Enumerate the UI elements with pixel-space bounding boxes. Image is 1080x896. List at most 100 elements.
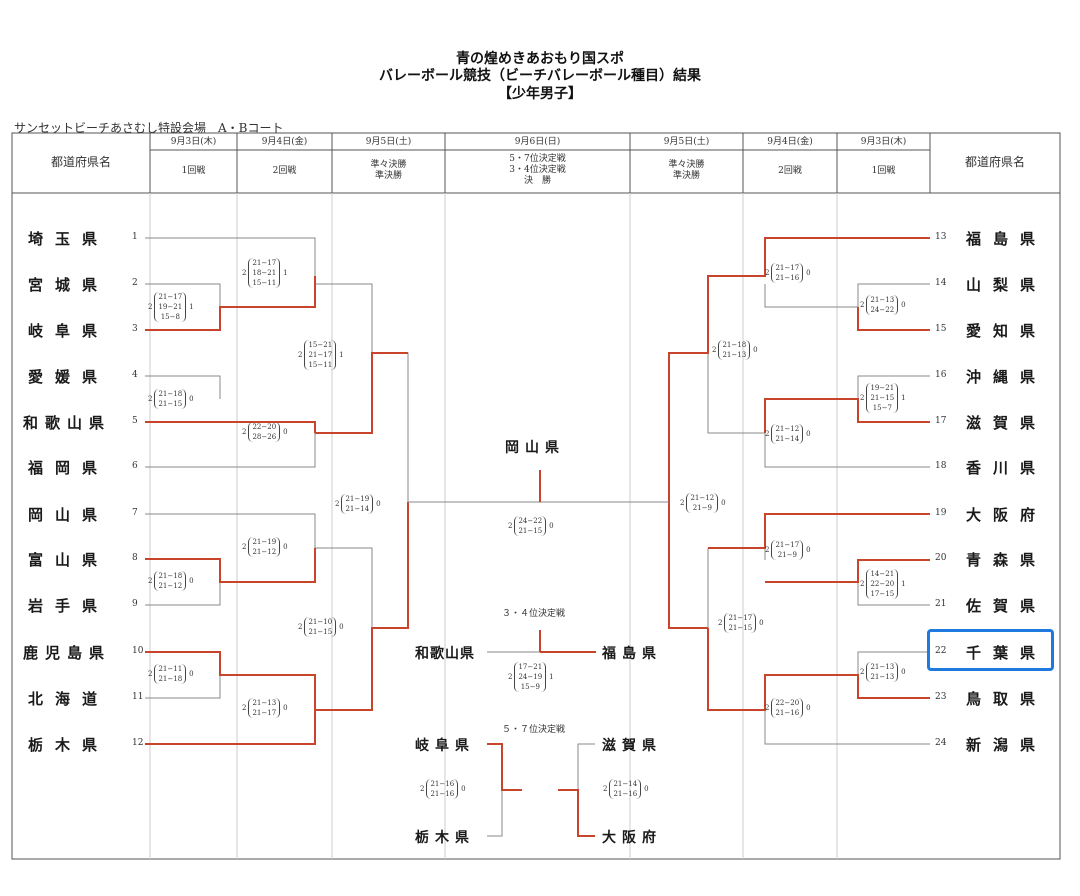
right-team-number: 19 bbox=[935, 508, 947, 518]
set-score: 21−16 bbox=[613, 790, 638, 798]
set-scores: 14−21 22−20 17−15 bbox=[866, 569, 899, 599]
header-date-0: 9月3日(木) bbox=[170, 137, 217, 147]
left-team-name: 宮城県 bbox=[28, 276, 110, 294]
sets-won-left: 2 bbox=[765, 430, 770, 438]
sets-won-right: 0 bbox=[283, 428, 288, 436]
set-score: 15−21 bbox=[308, 341, 333, 349]
sets-won-left: 2 bbox=[148, 577, 153, 585]
right-team-name: 香川県 bbox=[966, 459, 1048, 477]
right-team-number: 23 bbox=[935, 692, 947, 702]
right-team-name: 鳥取県 bbox=[966, 690, 1048, 708]
set-score: 21−19 bbox=[252, 538, 277, 546]
set-score: 15−7 bbox=[872, 404, 892, 412]
third-right-team: 福島県 bbox=[602, 646, 662, 662]
set-score: 24−22 bbox=[870, 306, 895, 314]
sets-won-left: 2 bbox=[712, 346, 717, 354]
set-score: 21−17 bbox=[252, 709, 277, 717]
right-team-name: 沖縄県 bbox=[966, 368, 1048, 386]
right-team-name: 山梨県 bbox=[966, 276, 1048, 294]
set-score: 19−21 bbox=[158, 303, 183, 311]
header-round-3: 5・7位決定戦 3・4位決定戦 決 勝 bbox=[509, 154, 566, 186]
sets-won-left: 2 bbox=[680, 499, 685, 507]
page-title-line1: 青の煌めきあおもり国スポ bbox=[456, 51, 624, 67]
right-team-name: 滋賀県 bbox=[966, 414, 1048, 432]
set-score: 22−20 bbox=[870, 580, 895, 588]
header-date-2: 9月5日(土) bbox=[365, 137, 412, 147]
set-score: 21−13 bbox=[722, 351, 747, 359]
sets-won-right: 1 bbox=[283, 269, 288, 277]
sets-won-right: 0 bbox=[901, 301, 906, 309]
left-team-number: 12 bbox=[132, 738, 144, 748]
set-score: 15−9 bbox=[520, 683, 540, 691]
right-team-number: 16 bbox=[935, 370, 947, 380]
sets-won-right: 1 bbox=[189, 303, 194, 311]
sets-won-right: 0 bbox=[901, 668, 906, 676]
sets-won-left: 2 bbox=[242, 428, 247, 436]
third-left-team: 和歌山県 bbox=[415, 646, 475, 662]
right-team-number: 13 bbox=[935, 232, 947, 242]
right-team-name: 青森県 bbox=[966, 551, 1048, 569]
set-score: 21−16 bbox=[430, 780, 455, 788]
sets-won-right: 0 bbox=[721, 499, 726, 507]
right-team-name: 福島県 bbox=[966, 230, 1048, 248]
sets-won-left: 2 bbox=[860, 580, 865, 588]
left-team-number: 10 bbox=[132, 646, 144, 656]
set-score: 21−12 bbox=[252, 548, 277, 556]
sets-won-left: 2 bbox=[242, 269, 247, 277]
sets-won-right: 0 bbox=[806, 704, 811, 712]
sets-won-left: 2 bbox=[242, 704, 247, 712]
set-score: 21−13 bbox=[870, 663, 895, 671]
left-team-name: 福岡県 bbox=[28, 459, 110, 477]
set-score: 21−17 bbox=[775, 541, 800, 549]
header-date-6: 9月3日(木) bbox=[860, 137, 907, 147]
left-team-number: 6 bbox=[132, 461, 138, 471]
sets-won-left: 2 bbox=[335, 500, 340, 508]
sets-won-left: 2 bbox=[298, 351, 303, 359]
set-score: 15−11 bbox=[308, 361, 333, 369]
sets-won-left: 2 bbox=[298, 623, 303, 631]
sets-won-right: 1 bbox=[339, 351, 344, 359]
right-team-name: 佐賀県 bbox=[966, 597, 1048, 615]
sets-won-left: 2 bbox=[508, 673, 513, 681]
left-team-number: 11 bbox=[132, 692, 144, 702]
header-round-5: 2回戦 bbox=[778, 166, 802, 176]
set-score: 21−12 bbox=[690, 494, 715, 502]
sets-won-right: 0 bbox=[283, 543, 288, 551]
set-score: 17−15 bbox=[870, 590, 895, 598]
set-score: 21−17 bbox=[728, 614, 753, 622]
set-score: 14−21 bbox=[870, 570, 895, 578]
left-team-name: 岡山県 bbox=[28, 506, 110, 524]
sets-won-right: 0 bbox=[376, 500, 381, 508]
right-team-name: 大阪府 bbox=[966, 506, 1048, 524]
set-score: 21−17 bbox=[775, 264, 800, 272]
set-score: 15−11 bbox=[252, 279, 277, 287]
sets-won-left: 2 bbox=[718, 619, 723, 627]
set-score: 21−17 bbox=[252, 259, 277, 267]
